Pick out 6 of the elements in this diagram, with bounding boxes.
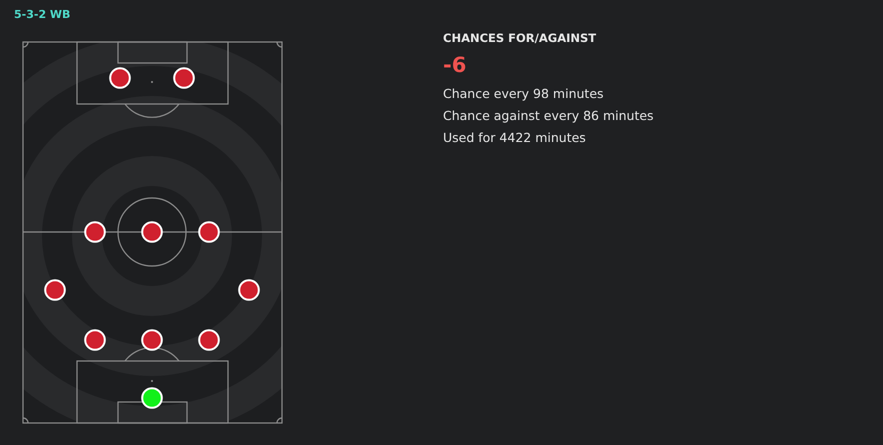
stat-line: Used for 4422 minutes [443, 130, 586, 146]
stat-line: Chance against every 86 minutes [443, 108, 654, 124]
stat-value: -6 [443, 53, 466, 77]
stat-heading: CHANCES FOR/AGAINST [443, 30, 596, 46]
formation-title: 5-3-2 WB [14, 8, 70, 21]
stat-line: Chance every 98 minutes [443, 86, 604, 102]
